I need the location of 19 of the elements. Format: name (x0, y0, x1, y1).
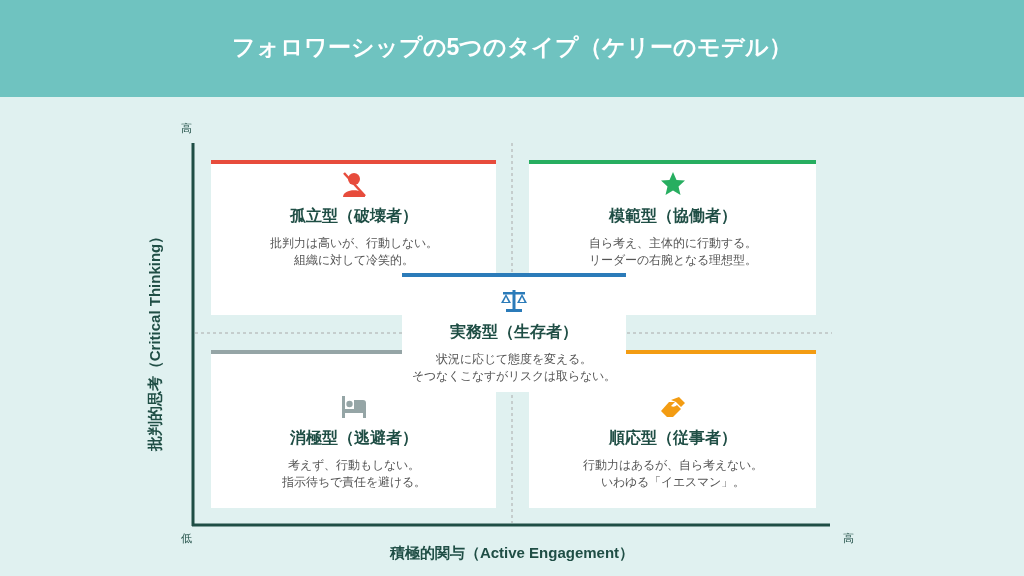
axis-title: 積極的関与（Active Engagement） (389, 545, 635, 561)
axis-end-label: 低 (179, 531, 193, 546)
card-title: 孤立型（破壊者） (289, 206, 418, 226)
type-card (211, 160, 496, 315)
card-description: 批判力は高いが、行動しない。組織に対して冷笑的。 (269, 236, 438, 268)
card-description: 行動力はあるが、自ら考えない。いわゆる「イエスマン」。 (582, 458, 763, 490)
card-title: 実務型（生存者） (450, 322, 578, 342)
card-title: 消極型（逃避者） (289, 428, 418, 448)
type-card (211, 350, 496, 508)
title: フォロワーシップの5つのタイプ（ケリーのモデル） (230, 33, 794, 62)
axis-end-label: 高 (841, 531, 855, 546)
card-description: 状況に応じて態度を変える。そつなくこなすがリスクは取らない。 (412, 352, 616, 385)
card-description: 自ら考え、主体的に行動する。リーダーの右腕となる理想型。 (588, 236, 757, 269)
axis-end-label: 高 (179, 121, 193, 136)
type-card (529, 160, 816, 315)
card-title: 模範型（協働者） (608, 206, 737, 226)
axis-title: 批判的思考（Critical Thinking） (147, 228, 163, 452)
card-title: 順応型（従事者） (608, 428, 737, 448)
card-description: 考えず、行動もしない。指示待ちで責任を避ける。 (281, 458, 426, 490)
